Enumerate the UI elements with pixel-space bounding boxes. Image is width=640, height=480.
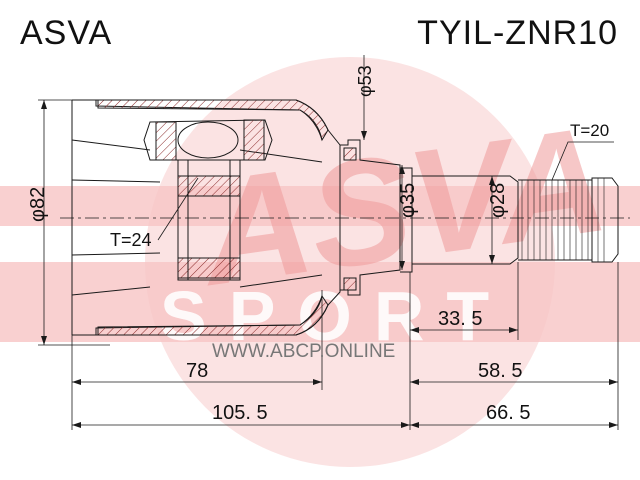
label-len-shaft-long: 58. 5 <box>478 360 522 382</box>
watermark-sub-text: SPORT <box>160 277 511 355</box>
brand-name: ASVA <box>20 14 113 52</box>
label-inner-teeth: T=24 <box>110 230 152 250</box>
watermark-band-upper <box>0 186 640 226</box>
label-len-total-right: 66. 5 <box>486 402 530 424</box>
inner-race-hatch-bottom <box>177 257 241 279</box>
arrow-seal-diameter <box>361 131 367 140</box>
shaft-body <box>411 175 519 265</box>
watermark-url: WWW.ABCP.ONLINE <box>212 341 395 362</box>
arrows-spline-diameter <box>489 176 495 264</box>
inner-race <box>177 159 241 281</box>
part-number: TYIL-ZNR10 <box>417 14 618 52</box>
threaded-tip <box>591 177 619 263</box>
housing-wall-upper <box>97 99 329 142</box>
label-outer-diameter: φ82 <box>27 187 49 222</box>
shaft-neck-hatch <box>343 147 357 291</box>
bearing-ring <box>143 119 273 161</box>
label-len-total-left: 105. 5 <box>212 402 268 424</box>
label-len-shaft-short: 33. 5 <box>438 308 482 330</box>
inner-race-hatch-top <box>177 175 241 197</box>
leader-outer-teeth <box>551 141 614 181</box>
label-len-housing: 78 <box>186 360 208 382</box>
cv-joint-drawing <box>71 99 619 336</box>
tip-lines <box>597 178 605 262</box>
bearing-ball <box>177 121 239 159</box>
label-outer-teeth: T=20 <box>570 121 609 140</box>
label-seal-diameter: φ53 <box>355 65 375 97</box>
leader-inner-teeth <box>157 177 199 241</box>
label-spline-diameter: φ28 <box>487 183 509 218</box>
dimension-arrows <box>41 100 618 428</box>
label-shaft-diameter: φ35 <box>397 183 419 218</box>
housing-chamber-lines <box>71 139 161 296</box>
dimension-lines <box>38 55 630 430</box>
inner-race-lines <box>187 160 231 280</box>
spline-teeth <box>521 180 589 260</box>
bearing-ring-hatch <box>155 119 265 161</box>
